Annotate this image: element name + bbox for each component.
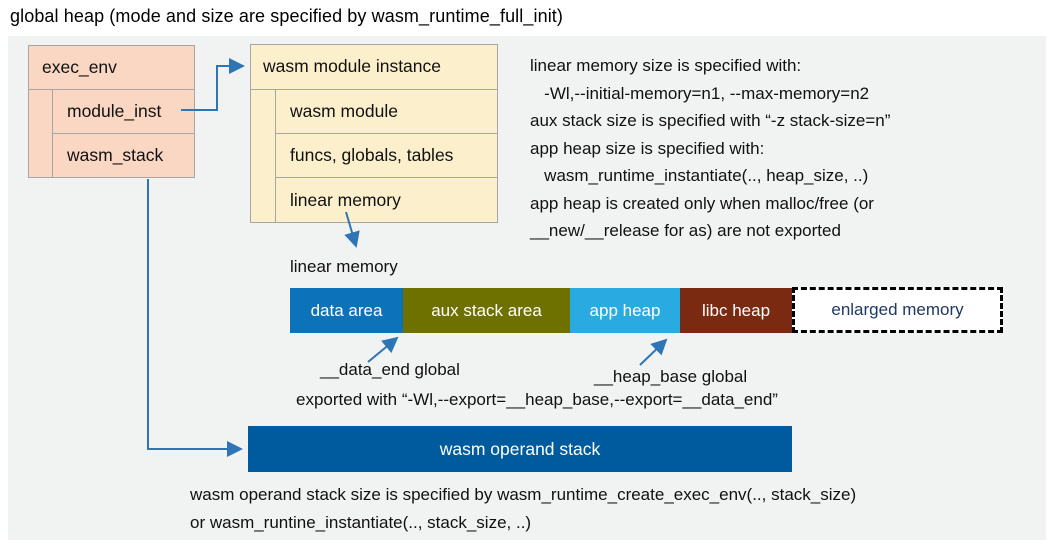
page-title: global heap (mode and size are specified… [10,6,563,26]
segment-app-heap: app heap [570,288,680,333]
note-line: aux stack size is specified with “-z sta… [530,111,891,130]
exec-env-field-module-inst: module_inst [52,89,195,134]
annotation-exported-with: exported with “-Wl,--export=__heap_base,… [296,390,778,409]
annotation-data-end-global: __data_end global [320,360,460,379]
module-instance-field-funcs-globals-tables: funcs, globals, tables [275,133,498,178]
note-line: linear memory size is specified with: [530,56,802,75]
note-line: app heap is created only when malloc/fre… [530,193,874,213]
note-line: __new/__release for as) are not exported [530,221,841,240]
linear-memory-label: linear memory [290,257,398,276]
wasm-operand-stack-bar: wasm operand stack [248,426,792,472]
segment-data-area: data area [290,288,403,333]
note-line: wasm operand stack size is specified by … [190,485,857,504]
segment-enlarged-memory: enlarged memory [792,287,1003,333]
notes-right: linear memory size is specified with: -W… [530,52,890,245]
module-instance-header: wasm module instance [250,44,498,90]
notes-bottom: wasm operand stack size is specified by … [190,481,856,536]
segment-aux-stack-area: aux stack area [403,288,570,333]
segment-libc-heap: libc heap [680,288,792,333]
exec-env-field-wasm-stack: wasm_stack [52,133,195,178]
note-line: wasm_runtime_instantiate(.., heap_size, … [530,166,869,185]
exec-env-header: exec_env [28,45,195,90]
module-instance-field-linear-memory: linear memory [275,177,498,223]
note-line: or wasm_runtine_instantiate(.., stack_si… [190,512,532,532]
module-instance-field-wasm-module: wasm module [275,89,498,134]
note-line: app heap size is specified with: [530,138,765,158]
annotation-heap-base-global: __heap_base global [594,367,748,386]
note-line: -Wl,--initial-memory=n1, --max-memory=n2 [530,83,870,103]
